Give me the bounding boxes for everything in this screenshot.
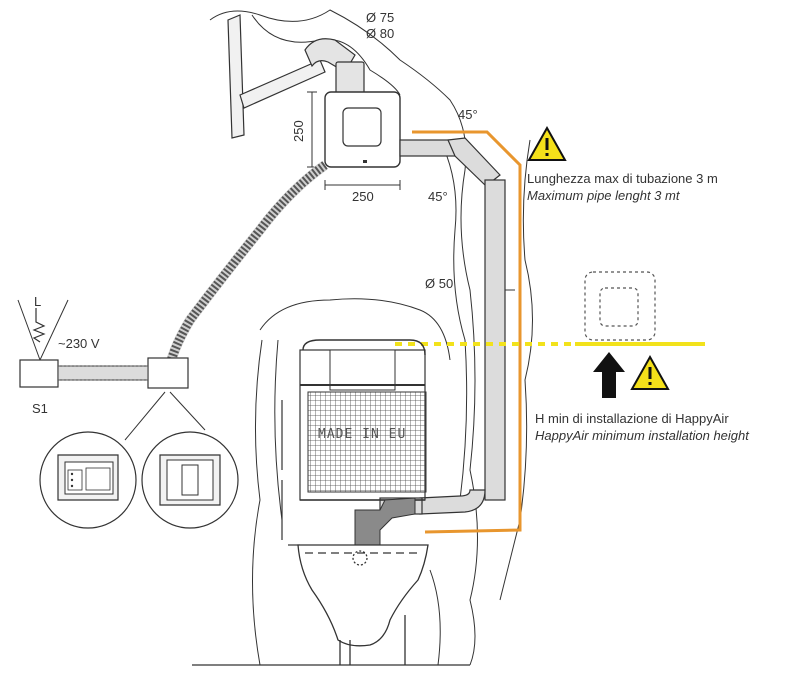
- support-rails: [281, 400, 300, 546]
- power-source: [17, 299, 69, 362]
- label-angle-45-top: 45°: [458, 107, 478, 122]
- inlet-pipe: [304, 38, 365, 95]
- note-pipe-length-en: Maximum pipe lenght 3 mt: [527, 188, 681, 203]
- label-made-in-eu: MADE IN EU: [318, 427, 406, 442]
- label-voltage: ~230 V: [58, 336, 100, 351]
- ghost-unit: [584, 271, 656, 341]
- wall-bracket: [227, 14, 326, 139]
- floor-line: [192, 615, 470, 666]
- warning-icon: [630, 354, 670, 390]
- switch-box-s1: [19, 359, 59, 388]
- label-diameter-50: Ø 50: [425, 276, 453, 291]
- control-panel-option: [39, 431, 137, 529]
- note-pipe-length-it: Lunghezza max di tubazione 3 m: [527, 171, 718, 186]
- happyair-unit-top: [324, 91, 401, 168]
- up-arrow-icon: [593, 352, 625, 398]
- label-diameter-80: Ø 80: [366, 26, 394, 41]
- note-height-it: H min di installazione di HappyAir: [535, 411, 729, 426]
- wall-outline: [209, 9, 533, 666]
- t-fitting: [354, 497, 416, 546]
- cable: [57, 365, 149, 381]
- label-angle-45-bottom: 45°: [428, 189, 448, 204]
- callout-lines: [124, 391, 206, 441]
- label-switch-s1: S1: [32, 401, 48, 416]
- label-width-250: 250: [352, 189, 374, 204]
- cistern-frame: [299, 339, 427, 501]
- corrugated-hose: [165, 160, 328, 367]
- outlet-pipe: [379, 137, 506, 515]
- label-power-l: L: [34, 294, 41, 309]
- junction-box: [147, 357, 189, 389]
- note-height-en: HappyAir minimum installation height: [535, 428, 750, 443]
- label-diameter-75: Ø 75: [366, 10, 394, 25]
- max-pipe-length-path: [412, 130, 522, 534]
- wc-bowl: [297, 544, 429, 647]
- wall-switch-option: [141, 431, 239, 529]
- label-height-250: 250: [291, 120, 306, 142]
- warning-icon: [527, 125, 567, 161]
